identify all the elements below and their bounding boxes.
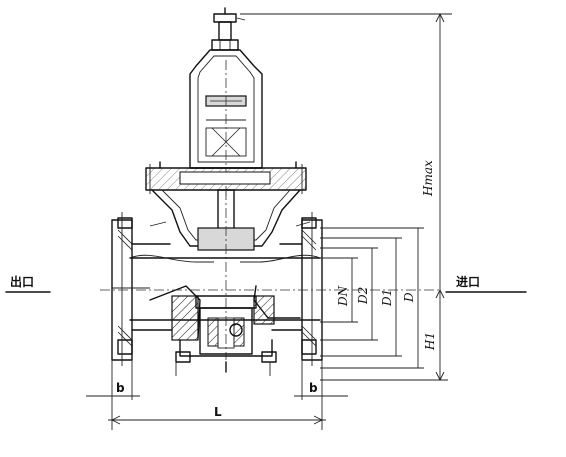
dimension-l	[108, 400, 326, 430]
dimension-b-right	[294, 360, 348, 430]
dn-label: DN	[336, 285, 350, 307]
inlet-label: 进口	[456, 274, 480, 289]
bolt-marks	[149, 221, 311, 376]
adjusting-screw	[213, 7, 246, 41]
diaphragm-cover	[145, 161, 307, 194]
valve-body	[129, 189, 321, 373]
d1-label: D1	[380, 289, 394, 307]
inlet-flange-left	[111, 212, 173, 366]
outlet-label: 出口	[10, 274, 34, 289]
dimension-h1	[320, 288, 448, 381]
l-label: L	[214, 405, 222, 419]
dimension-diameters	[320, 227, 424, 369]
d-label: D	[402, 292, 416, 303]
b-right-label: b	[309, 381, 318, 395]
dimension-hmax	[240, 12, 452, 382]
h1-label: H1	[423, 332, 437, 351]
hmax-label: Hmax	[421, 160, 435, 197]
b-left-label: b	[116, 381, 125, 395]
locknut	[211, 39, 239, 51]
dimension-b-left	[86, 360, 140, 400]
outlet-flange-right	[271, 212, 323, 366]
d2-label: D2	[356, 287, 370, 305]
